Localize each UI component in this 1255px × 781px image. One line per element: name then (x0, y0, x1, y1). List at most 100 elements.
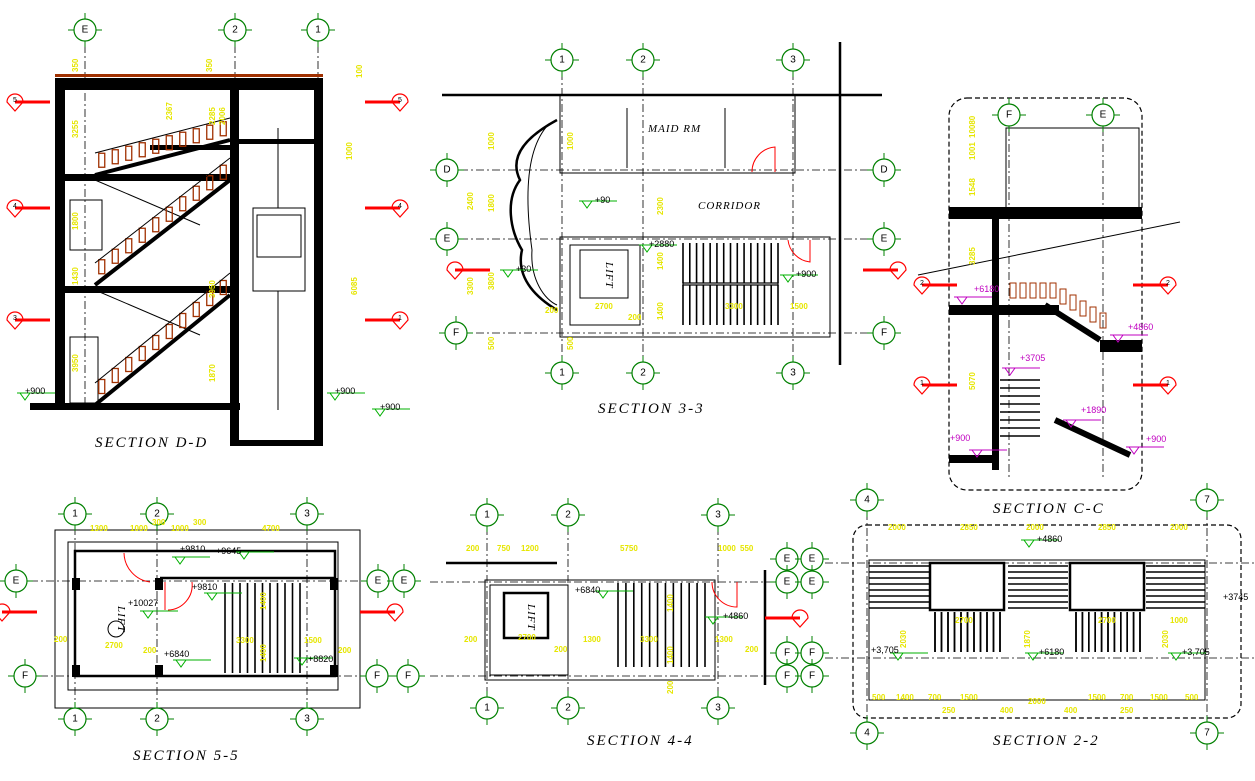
baluster (179, 131, 187, 147)
svg-text:2700: 2700 (595, 302, 613, 311)
svg-text:E: E (1100, 110, 1107, 121)
svg-text:3255: 3255 (71, 120, 80, 138)
section-cut-1-right: 1 (365, 311, 409, 330)
svg-text:300: 300 (152, 518, 166, 527)
svg-text:3800: 3800 (487, 272, 496, 290)
svg-text:5750: 5750 (620, 544, 638, 553)
stair-treads (224, 583, 301, 673)
baluster (206, 290, 214, 307)
section-cut-4-right: 4 (365, 199, 409, 218)
section-title: SECTION 3-3 (598, 401, 705, 417)
svg-text:F: F (1006, 110, 1012, 121)
svg-text:2: 2 (565, 703, 571, 714)
svg-text:1000: 1000 (130, 524, 148, 533)
stair-landing-rail (682, 282, 779, 286)
level-triangle-icon (327, 392, 365, 401)
stair-flight (93, 293, 232, 407)
level-triangle-icon (1110, 334, 1148, 343)
svg-text:500: 500 (1185, 693, 1199, 702)
svg-text:3: 3 (304, 509, 310, 520)
grid-bubble-2-top: 2 (626, 43, 660, 77)
crosshair-tick (301, 13, 335, 47)
svg-text:+9810: +9810 (180, 544, 205, 554)
svg-text:3950: 3950 (208, 280, 217, 298)
grid-bubble-d-left: D (430, 153, 464, 187)
dimensions: 1000 1000 2400 1800 3300 3800 2700 200 2… (466, 132, 808, 350)
baluster (1069, 294, 1077, 311)
grid-bubble-1-bottom: 1 (470, 691, 504, 725)
grid-bubble-e-right: E (867, 222, 901, 256)
baluster (98, 378, 106, 395)
section-cut-4-left: 4 (6, 199, 50, 218)
grid-bubble-f-left-2: F (795, 659, 829, 693)
grid-bubble-1-bottom: 1 (58, 702, 92, 736)
level-triangle-icon (890, 652, 928, 661)
svg-text:1500: 1500 (1150, 693, 1168, 702)
grid-bubble-3-top: 3 (290, 497, 324, 531)
baluster (111, 367, 119, 384)
crosshair-tick (992, 98, 1026, 132)
svg-text:2000: 2000 (1028, 697, 1046, 706)
svg-text:3: 3 (790, 368, 796, 379)
crosshair-tick (391, 659, 425, 693)
grid-bubble-f-right: F (360, 659, 394, 693)
level-marker: +6840 (164, 649, 211, 668)
svg-text:2: 2 (154, 714, 160, 725)
level-marker: +1890 (1063, 405, 1106, 428)
svg-text:+6840: +6840 (164, 649, 189, 659)
svg-text:+900: +900 (380, 402, 400, 412)
svg-text:700: 700 (928, 693, 942, 702)
svg-text:2285: 2285 (208, 107, 217, 125)
baluster (138, 345, 146, 362)
baluster (219, 121, 227, 137)
baluster (138, 142, 146, 158)
svg-text:+1890: +1890 (1081, 405, 1106, 415)
level-marker: +9810 (172, 544, 210, 565)
section-title: SECTION 2-2 (993, 733, 1100, 749)
grid-bubble-1-top: 1 (58, 497, 92, 531)
svg-text:1400: 1400 (259, 592, 268, 610)
baluster (1079, 300, 1087, 317)
svg-text:+900: +900 (796, 269, 816, 279)
level-triangle-icon (204, 592, 242, 601)
svg-text:E: E (809, 554, 816, 565)
grid-bubble-4-bottom: 4 (850, 716, 884, 750)
level-marker: +3,705 (871, 645, 928, 661)
section-title: SECTION C-C (993, 501, 1105, 517)
grid-bubble-e-left-2: E (795, 565, 829, 599)
baluster (1029, 282, 1037, 299)
svg-text:1800: 1800 (71, 212, 80, 230)
level-text: +3745 (1223, 592, 1248, 602)
svg-text:2: 2 (640, 55, 646, 66)
level-marker: +900 (327, 386, 365, 401)
svg-text:E: E (82, 25, 89, 36)
svg-text:3300: 3300 (640, 635, 658, 644)
grid-bubble-7-top: 7 (1190, 483, 1224, 517)
svg-text:1: 1 (559, 55, 565, 66)
svg-text:+900: +900 (25, 386, 45, 396)
stair-treads (869, 565, 1205, 652)
grid-bubble-f-right-2: F (391, 659, 425, 693)
baluster (98, 259, 106, 275)
svg-text:5: 5 (398, 97, 402, 104)
svg-text:3300: 3300 (725, 302, 743, 311)
level-triangle-icon (639, 244, 677, 253)
svg-text:500: 500 (487, 336, 496, 350)
crosshair-tick (430, 153, 464, 187)
baluster (192, 185, 200, 201)
grid-bubble-2-bottom: 2 (140, 702, 174, 736)
svg-text:2700: 2700 (1098, 616, 1116, 625)
crosshair-tick (0, 564, 33, 598)
crosshair-tick (850, 716, 884, 750)
baluster (125, 356, 133, 373)
level-marker: +9810 (192, 582, 242, 601)
lift-label: LIFT (525, 603, 537, 631)
handrail (94, 157, 231, 264)
level-marker: +2880 (639, 239, 677, 253)
svg-text:200: 200 (545, 306, 559, 315)
svg-text:6085: 6085 (350, 277, 359, 295)
grid-bubble-3-bottom: 3 (701, 691, 735, 725)
svg-text:200: 200 (628, 313, 642, 322)
svg-text:2850: 2850 (960, 523, 978, 532)
svg-text:1000: 1000 (718, 544, 736, 553)
